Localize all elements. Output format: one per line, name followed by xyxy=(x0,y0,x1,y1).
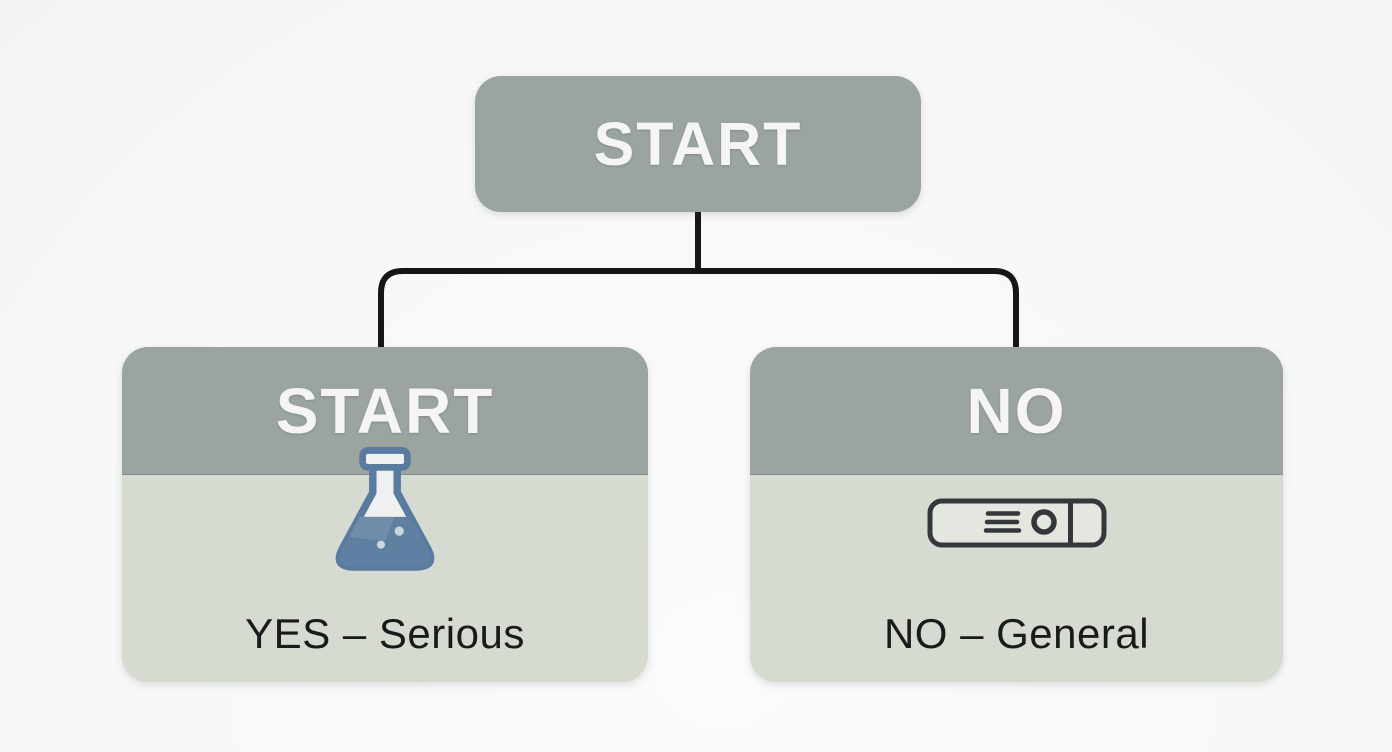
branch-label-yes: YES – Serious xyxy=(245,610,525,657)
connector-branch xyxy=(378,268,1019,350)
branch-node-yes-serious: START YES – Serious xyxy=(122,347,648,682)
test-cassette-icon xyxy=(927,498,1107,548)
flask-icon xyxy=(317,445,453,586)
start-node-label: START xyxy=(593,109,803,178)
branch-label-no: NO – General xyxy=(883,610,1150,657)
start-node: START xyxy=(475,76,921,212)
branch-header-yes-label: START xyxy=(275,374,495,447)
branch-header-no: NO xyxy=(750,347,1283,475)
branch-node-no-general: NO NO – General xyxy=(750,347,1283,682)
branch-header-no-label: NO xyxy=(966,374,1067,447)
